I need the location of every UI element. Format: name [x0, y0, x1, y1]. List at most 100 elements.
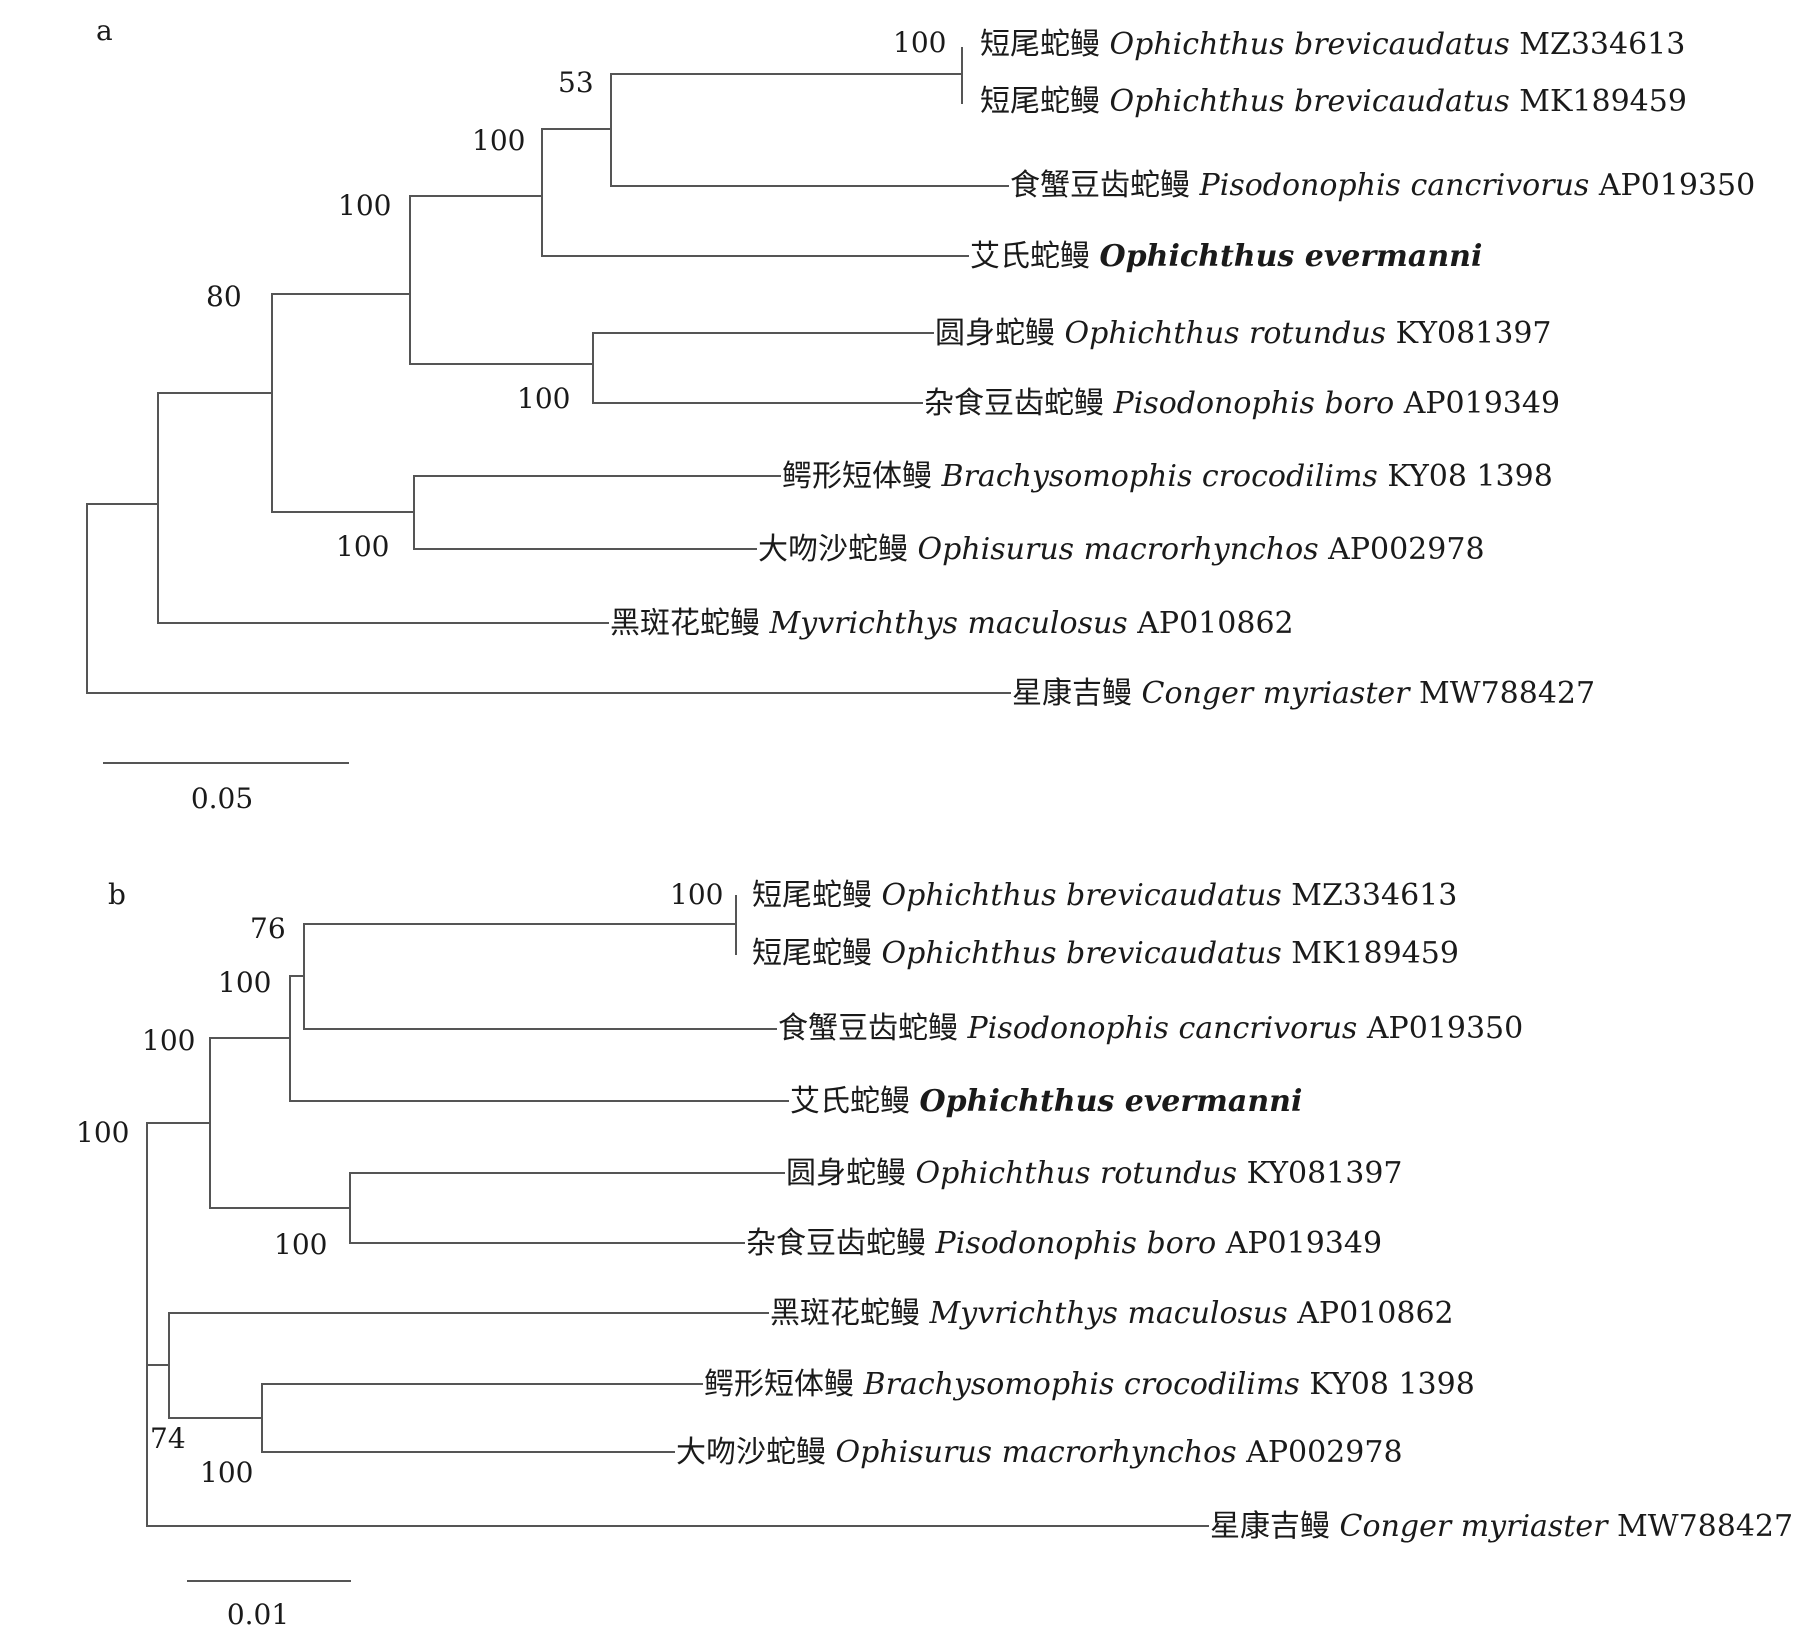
taxon-chinese-name: 短尾蛇鳗: [752, 878, 882, 913]
taxon-label: 鳄形短体鳗 Brachysomophis crocodilims KY08 13…: [704, 1367, 1475, 1402]
taxon-accession: KY081397: [1237, 1156, 1402, 1191]
bootstrap-support-value: 100: [670, 878, 723, 911]
taxon-label: 短尾蛇鳗 Ophichthus brevicaudatus MZ334613: [752, 878, 1457, 913]
taxon-accession: AP010862: [1128, 606, 1294, 641]
taxon-scientific-name: Ophichthus brevicaudatus: [882, 936, 1282, 971]
taxon-scientific-name: Ophichthus evermanni: [1100, 239, 1483, 274]
bootstrap-support-value: 100: [274, 1228, 327, 1261]
taxon-label: 艾氏蛇鳗 Ophichthus evermanni: [970, 239, 1482, 274]
taxon-accession: MK189459: [1282, 936, 1459, 971]
taxon-chinese-name: 短尾蛇鳗: [980, 84, 1110, 119]
taxon-scientific-name: Brachysomophis crocodilims: [941, 459, 1378, 494]
taxon-label: 星康吉鳗 Conger myriaster MW788427: [1210, 1509, 1793, 1544]
bootstrap-support-value: 100: [472, 124, 525, 157]
taxon-chinese-name: 食蟹豆齿蛇鳗: [1010, 168, 1200, 203]
scale-bar-label: 0.05: [191, 782, 253, 815]
taxon-accession: AP010862: [1288, 1296, 1454, 1331]
taxon-accession: MW788427: [1409, 676, 1595, 711]
bootstrap-support-value: 76: [250, 912, 286, 945]
panel-letter: b: [108, 878, 126, 911]
taxon-label: 艾氏蛇鳗 Ophichthus evermanni: [790, 1084, 1302, 1119]
taxon-label: 黑斑花蛇鳗 Myvrichthys maculosus AP010862: [770, 1296, 1454, 1331]
taxon-label: 短尾蛇鳗 Ophichthus brevicaudatus MK189459: [980, 84, 1687, 119]
taxon-label: 大吻沙蛇鳗 Ophisurus macrorhynchos AP002978: [676, 1435, 1403, 1470]
taxon-chinese-name: 黑斑花蛇鳗: [610, 606, 770, 641]
bootstrap-support-value: 100: [76, 1116, 129, 1149]
scale-bar-label: 0.01: [227, 1598, 289, 1631]
taxon-accession: MZ334613: [1282, 878, 1458, 913]
taxon-accession: MW788427: [1607, 1509, 1793, 1544]
taxon-scientific-name: Pisodonophis cancrivorus: [967, 1011, 1358, 1046]
taxon-accession: AP019350: [1357, 1011, 1523, 1046]
taxon-chinese-name: 食蟹豆齿蛇鳗: [778, 1011, 968, 1046]
taxon-chinese-name: 圆身蛇鳗: [786, 1156, 916, 1191]
taxon-accession: MK189459: [1510, 84, 1687, 119]
bootstrap-support-value: 100: [200, 1456, 253, 1489]
taxon-label: 鳄形短体鳗 Brachysomophis crocodilims KY08 13…: [782, 459, 1553, 494]
taxon-label: 大吻沙蛇鳗 Ophisurus macrorhynchos AP002978: [758, 532, 1485, 567]
bootstrap-support-value: 100: [336, 530, 389, 563]
taxon-accession: KY08 1398: [1378, 459, 1553, 494]
taxon-scientific-name: Myvrichthys maculosus: [769, 606, 1128, 641]
taxon-scientific-name: Ophichthus brevicaudatus: [1110, 84, 1510, 119]
taxon-chinese-name: 鳄形短体鳗: [782, 459, 942, 494]
taxon-scientific-name: Brachysomophis crocodilims: [863, 1367, 1300, 1402]
taxon-chinese-name: 圆身蛇鳗: [935, 316, 1065, 351]
taxon-label: 杂食豆齿蛇鳗 Pisodonophis boro AP019349: [746, 1226, 1382, 1261]
taxon-label: 星康吉鳗 Conger myriaster MW788427: [1012, 676, 1595, 711]
taxon-chinese-name: 黑斑花蛇鳗: [770, 1296, 930, 1331]
taxon-accession: AP002978: [1319, 532, 1485, 567]
taxon-label: 食蟹豆齿蛇鳗 Pisodonophis cancrivorus AP019350: [1010, 168, 1755, 203]
bootstrap-support-value: 80: [206, 280, 242, 313]
taxon-scientific-name: Ophichthus rotundus: [916, 1156, 1238, 1191]
taxon-chinese-name: 鳄形短体鳗: [704, 1367, 864, 1402]
taxon-scientific-name: Ophisurus macrorhynchos: [918, 532, 1319, 567]
taxon-scientific-name: Conger myriaster: [1340, 1509, 1610, 1544]
taxon-accession: AP019350: [1589, 168, 1755, 203]
taxon-scientific-name: Ophichthus brevicaudatus: [1110, 27, 1510, 62]
taxon-label: 短尾蛇鳗 Ophichthus brevicaudatus MK189459: [752, 936, 1459, 971]
taxon-accession: AP002978: [1237, 1435, 1403, 1470]
taxon-scientific-name: Ophisurus macrorhynchos: [836, 1435, 1237, 1470]
taxon-chinese-name: 大吻沙蛇鳗: [758, 532, 918, 567]
taxon-scientific-name: Pisodonophis boro: [935, 1226, 1217, 1261]
taxon-label: 短尾蛇鳗 Ophichthus brevicaudatus MZ334613: [980, 27, 1685, 62]
taxon-chinese-name: 艾氏蛇鳗: [970, 239, 1100, 274]
bootstrap-support-value: 53: [558, 66, 594, 99]
bootstrap-support-value: 100: [142, 1024, 195, 1057]
taxon-accession: KY08 1398: [1300, 1367, 1475, 1402]
taxon-label: 食蟹豆齿蛇鳗 Pisodonophis cancrivorus AP019350: [778, 1011, 1523, 1046]
taxon-label: 圆身蛇鳗 Ophichthus rotundus KY081397: [786, 1156, 1403, 1191]
bootstrap-support-value: 100: [517, 382, 570, 415]
taxon-chinese-name: 短尾蛇鳗: [752, 936, 882, 971]
taxon-scientific-name: Pisodonophis cancrivorus: [1199, 168, 1590, 203]
taxon-chinese-name: 大吻沙蛇鳗: [676, 1435, 836, 1470]
taxon-label: 圆身蛇鳗 Ophichthus rotundus KY081397: [935, 316, 1552, 351]
taxon-chinese-name: 星康吉鳗: [1012, 676, 1142, 711]
panel-letter: a: [96, 14, 113, 47]
taxon-scientific-name: Conger myriaster: [1142, 676, 1412, 711]
bootstrap-support-value: 74: [150, 1422, 186, 1455]
taxon-label: 黑斑花蛇鳗 Myvrichthys maculosus AP010862: [610, 606, 1294, 641]
taxon-accession: KY081397: [1386, 316, 1551, 351]
taxon-label: 杂食豆齿蛇鳗 Pisodonophis boro AP019349: [924, 386, 1560, 421]
taxon-chinese-name: 杂食豆齿蛇鳗: [746, 1226, 936, 1261]
bootstrap-support-value: 100: [338, 189, 391, 222]
taxon-accession: AP019349: [1216, 1226, 1382, 1261]
taxon-chinese-name: 星康吉鳗: [1210, 1509, 1340, 1544]
taxon-chinese-name: 杂食豆齿蛇鳗: [924, 386, 1114, 421]
taxon-scientific-name: Ophichthus rotundus: [1065, 316, 1387, 351]
taxon-accession: MZ334613: [1510, 27, 1686, 62]
taxon-scientific-name: Ophichthus brevicaudatus: [882, 878, 1282, 913]
taxon-scientific-name: Myvrichthys maculosus: [929, 1296, 1288, 1331]
bootstrap-support-value: 100: [893, 26, 946, 59]
bootstrap-support-value: 100: [218, 966, 271, 999]
taxon-accession: AP019349: [1394, 386, 1560, 421]
taxon-chinese-name: 短尾蛇鳗: [980, 27, 1110, 62]
taxon-chinese-name: 艾氏蛇鳗: [790, 1084, 920, 1119]
taxon-scientific-name: Pisodonophis boro: [1113, 386, 1395, 421]
